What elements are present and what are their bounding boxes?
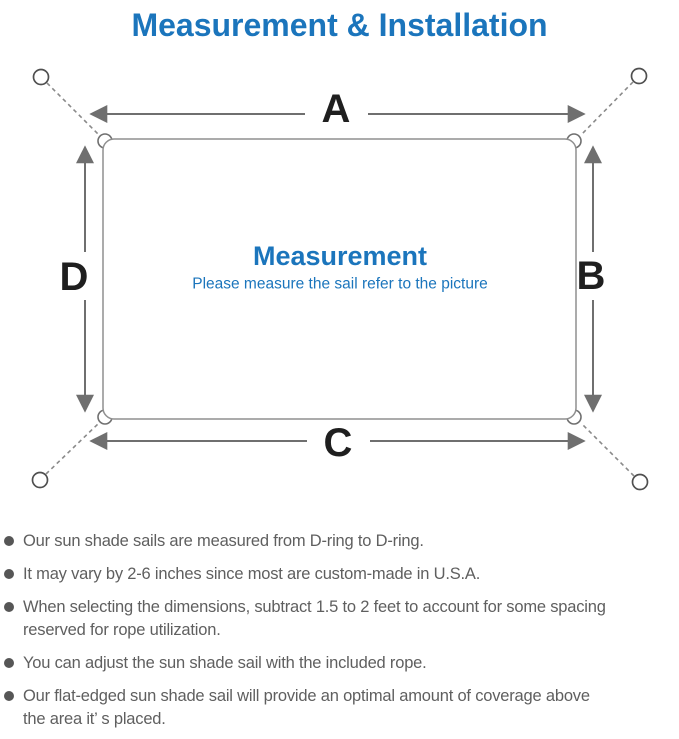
diagram-center-subtitle: Please measure the sail refer to the pic… <box>192 276 488 293</box>
dimension-label-d: D <box>60 255 89 299</box>
dimension-label-c: C <box>324 421 353 465</box>
note-text: When selecting the dimensions, subtract … <box>23 598 606 639</box>
anchor-point-bottom-left <box>31 471 49 489</box>
sail-rectangle <box>102 138 577 420</box>
tether-line-bottom-right <box>580 422 635 477</box>
bullet-icon <box>4 536 14 546</box>
dimension-label-b: B <box>577 254 606 298</box>
list-item: You can adjust the sun shade sail with t… <box>4 652 673 675</box>
bullet-icon <box>4 602 14 612</box>
list-item: Our sun shade sails are measured from D-… <box>4 530 673 553</box>
bullet-icon <box>4 691 14 701</box>
dimension-label-a: A <box>322 87 351 131</box>
anchor-point-top-left <box>32 68 50 86</box>
note-text: You can adjust the sun shade sail with t… <box>23 654 427 672</box>
note-text: Our flat-edged sun shade sail will provi… <box>23 687 590 728</box>
anchor-point-bottom-right <box>631 473 649 491</box>
tether-line-top-left <box>46 82 101 137</box>
tether-line-bottom-left <box>45 421 101 475</box>
bullet-icon <box>4 658 14 668</box>
list-item: Our flat-edged sun shade sail will provi… <box>4 685 673 731</box>
diagram-center-title: Measurement <box>253 241 427 271</box>
measurement-diagram: A C D B Measurement Please measure the s… <box>31 67 649 491</box>
list-item: When selecting the dimensions, subtract … <box>4 596 673 642</box>
note-text: It may vary by 2-6 inches since most are… <box>23 565 481 583</box>
bullet-icon <box>4 569 14 579</box>
tether-line-top-right <box>580 81 634 136</box>
list-item: It may vary by 2-6 inches since most are… <box>4 563 673 586</box>
anchor-point-top-right <box>630 67 648 85</box>
note-text: Our sun shade sails are measured from D-… <box>23 532 424 550</box>
page-title: Measurement & Installation <box>131 7 548 43</box>
notes-list: Our sun shade sails are measured from D-… <box>0 530 679 731</box>
